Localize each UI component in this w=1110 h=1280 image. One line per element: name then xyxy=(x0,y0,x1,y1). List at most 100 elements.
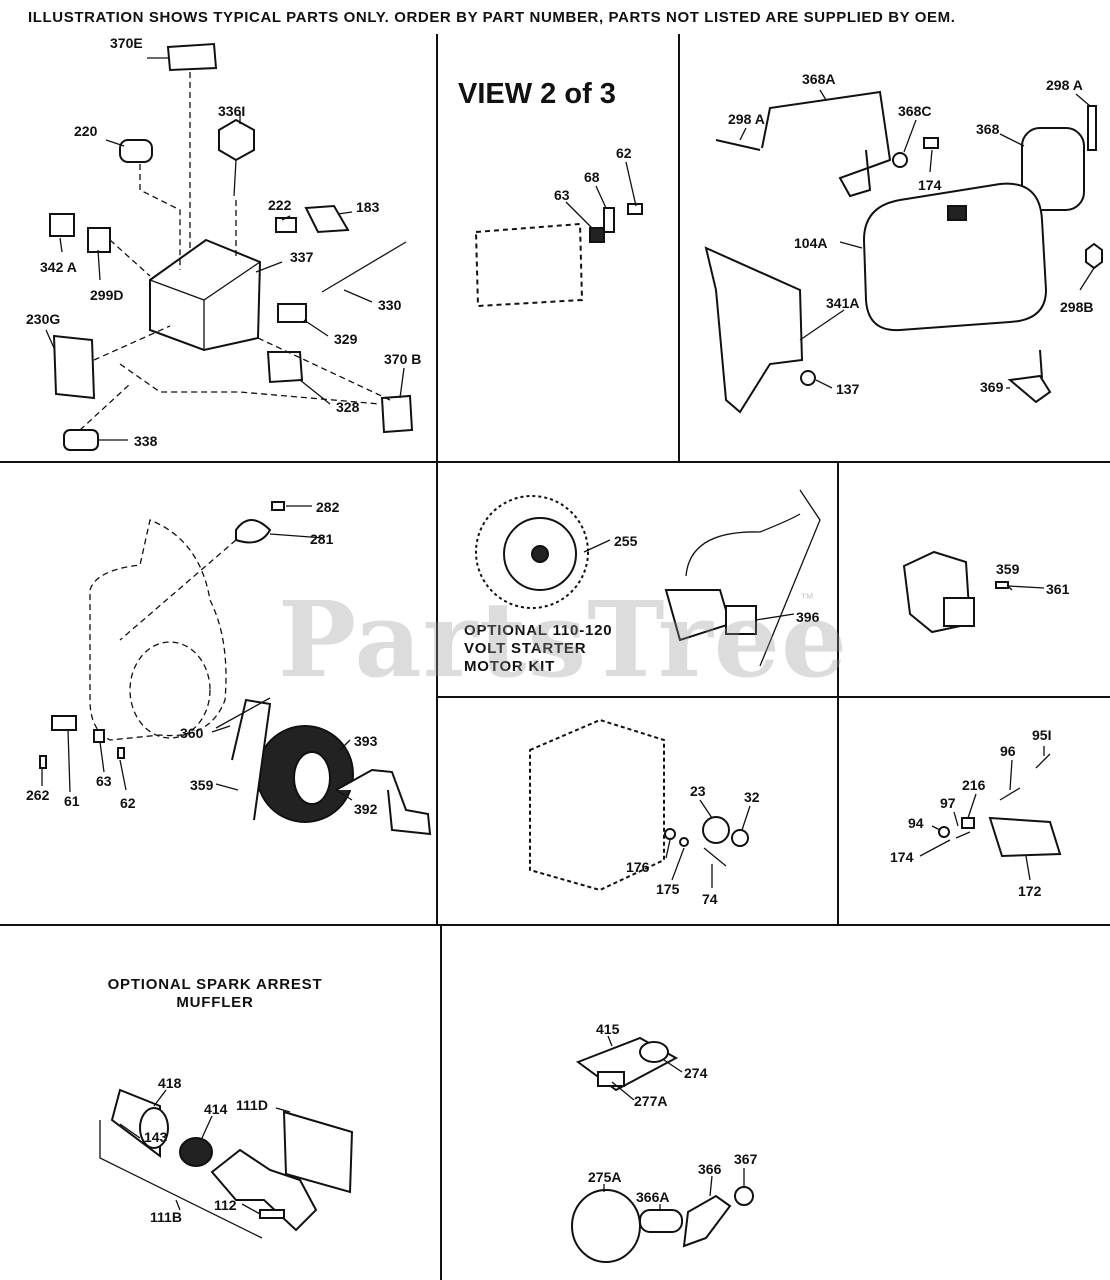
label-298b: 298B xyxy=(1060,299,1093,315)
screw-62 xyxy=(627,203,643,215)
label-298a-right: 298 A xyxy=(1046,77,1083,93)
bolt-336i xyxy=(218,118,255,162)
label-342a: 342 A xyxy=(40,259,77,275)
part-359-body xyxy=(943,597,975,627)
label-298a-left: 298 A xyxy=(728,111,765,127)
label-62-view2: 62 xyxy=(616,145,632,161)
part-216 xyxy=(961,817,975,829)
label-32: 32 xyxy=(744,789,760,805)
bracket-111d xyxy=(282,1110,354,1194)
cable-330 xyxy=(321,241,407,293)
view-title: VIEW 2 of 3 xyxy=(458,78,616,110)
strap-368a xyxy=(761,90,892,198)
bearing-plate-assembly xyxy=(529,718,749,892)
label-222: 222 xyxy=(268,197,292,213)
governor-assembly xyxy=(938,753,1062,858)
label-368c: 368C xyxy=(898,103,931,119)
label-111b: 111B xyxy=(150,1209,182,1225)
gasket-274 xyxy=(639,1041,669,1063)
bracket-183 xyxy=(304,204,350,234)
label-396: 396 xyxy=(796,609,820,625)
label-299d: 299D xyxy=(90,287,123,303)
label-336i: 336I xyxy=(218,103,245,119)
fitting-369 xyxy=(1007,349,1052,404)
assembly-359-361 xyxy=(902,550,1009,634)
label-414: 414 xyxy=(204,1101,228,1117)
blower-housing-assembly xyxy=(39,501,432,836)
header-note: ILLUSTRATION SHOWS TYPICAL PARTS ONLY. O… xyxy=(28,9,956,26)
part-labels: 370E 336I 220 222 183 342 A 299D 337 330… xyxy=(26,35,1093,1225)
label-95i: 95I xyxy=(1032,727,1051,743)
label-418: 418 xyxy=(158,1075,182,1091)
spark-arrest-muffler xyxy=(99,1088,354,1239)
label-183: 183 xyxy=(356,199,380,215)
label-104a: 104A xyxy=(794,235,827,251)
label-368: 368 xyxy=(976,121,1000,137)
label-262: 262 xyxy=(26,787,50,803)
label-172: 172 xyxy=(1018,883,1042,899)
part-94 xyxy=(938,826,950,838)
screw-277a xyxy=(597,1071,625,1087)
screw-338 xyxy=(63,429,99,451)
label-112: 112 xyxy=(214,1197,237,1213)
bracket-359-housing xyxy=(231,698,272,821)
clamp-367 xyxy=(734,1186,754,1206)
label-97: 97 xyxy=(940,795,956,811)
starter-kit-caption: OPTIONAL 110-120 VOLT STARTER MOTOR KIT xyxy=(464,622,612,676)
spark-arrest-caption: OPTIONAL SPARK ARREST MUFFLER xyxy=(90,976,340,1012)
label-174-governor: 174 xyxy=(890,849,914,865)
washer-176 xyxy=(664,828,676,840)
label-366a: 366A xyxy=(636,1189,669,1205)
decal-370b xyxy=(380,394,414,434)
fuel-tank-assembly xyxy=(704,90,1103,414)
screw-342a xyxy=(49,213,75,237)
part-396-outline xyxy=(759,489,821,667)
tank-bracket-341a xyxy=(704,246,804,414)
label-370e: 370E xyxy=(110,35,143,51)
part-95i xyxy=(1035,753,1051,769)
bolt-298a-right xyxy=(1087,105,1097,151)
label-63-housing: 63 xyxy=(96,773,112,789)
label-63-view2: 63 xyxy=(554,187,570,203)
part-329 xyxy=(277,303,307,323)
part-360 xyxy=(215,697,271,729)
label-392: 392 xyxy=(354,801,378,817)
label-174-tank: 174 xyxy=(918,177,942,193)
label-367: 367 xyxy=(734,1151,758,1167)
label-359-housing: 359 xyxy=(190,777,214,793)
label-368a: 368A xyxy=(802,71,835,87)
label-230g: 230G xyxy=(26,311,60,327)
bolt-74 xyxy=(703,847,727,867)
part-68 xyxy=(603,207,615,233)
label-255: 255 xyxy=(614,533,638,549)
nut-298b xyxy=(1085,242,1103,270)
starter-motor-kit xyxy=(475,489,821,667)
label-338: 338 xyxy=(134,433,158,449)
seal-32 xyxy=(731,829,749,847)
screw-112 xyxy=(259,1209,285,1219)
label-137: 137 xyxy=(836,381,860,397)
control-box-assembly xyxy=(49,42,414,451)
leader-lines xyxy=(41,57,1095,1215)
washer-175 xyxy=(679,837,689,847)
label-337: 337 xyxy=(290,249,314,265)
label-220: 220 xyxy=(74,123,98,139)
screw-222 xyxy=(275,217,297,233)
part-62-housing xyxy=(117,747,125,759)
label-281: 281 xyxy=(310,531,334,547)
label-370b: 370 B xyxy=(384,351,421,367)
nut-137 xyxy=(800,370,816,386)
blower-housing xyxy=(89,519,227,741)
label-361: 361 xyxy=(1046,581,1070,597)
label-366: 366 xyxy=(698,1161,722,1177)
part-275a xyxy=(571,1189,641,1263)
label-415: 415 xyxy=(596,1021,620,1037)
screw-174 xyxy=(923,137,939,149)
label-393: 393 xyxy=(354,733,378,749)
label-369: 369 xyxy=(980,379,1004,395)
part-61 xyxy=(51,715,77,731)
label-23: 23 xyxy=(690,783,706,799)
exhaust-adapter-assembly xyxy=(571,1036,754,1263)
